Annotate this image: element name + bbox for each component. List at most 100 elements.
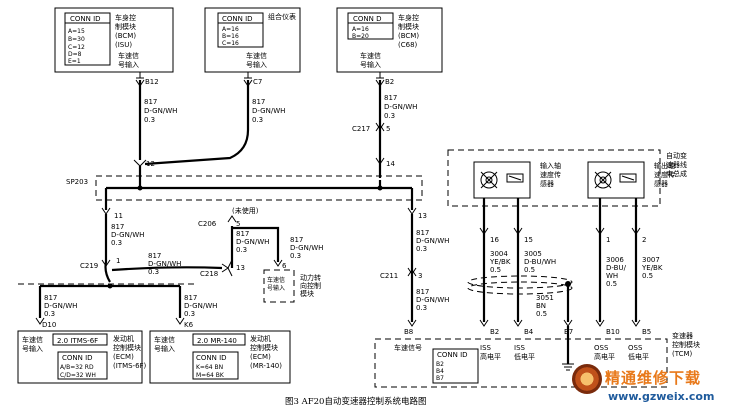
ecm-right-engine-tag: 2.0 MR-140 — [197, 337, 237, 345]
power-steering-module: 车速信 号输入 动力转 向控制 模块 — [263, 269, 321, 303]
ipc-wire-color: D-GN/WH — [252, 107, 285, 115]
tcm-pin-b5: B5 — [642, 328, 651, 336]
bcm-isu-name-1: 车身控 — [115, 13, 136, 22]
w3006-num: 3006 — [606, 256, 624, 264]
oss-name-1: 输出轴 — [654, 161, 675, 170]
trans-label-2: 速器线 — [666, 160, 687, 169]
iss-pin-16: 16 — [490, 236, 499, 244]
c218-label: C218 — [200, 270, 218, 278]
left-branch-wire-color: D-GN/WH — [111, 231, 144, 239]
iss-high-2: 高电平 — [480, 352, 501, 361]
w3004-size: 0.5 — [490, 266, 501, 274]
unused-wire-color: D-GN/WH — [236, 238, 269, 246]
ipc-wire-num: 817 — [252, 98, 265, 106]
figure-caption: 图3 AF20自动变速器控制系统电路图 — [285, 397, 427, 407]
bcm-isu-name-4: (ISU) — [115, 41, 132, 49]
w3051-size: 0.5 — [536, 310, 547, 318]
output-shaft-speed-sensor: 输出轴 速度传 感器 — [587, 161, 675, 199]
bcm-c68-input-1: 车速信 — [360, 51, 381, 60]
ipc-conn-id: CONN ID — [222, 15, 253, 23]
ecm-mr140-module: 车速信 号输入 2.0 MR-140 CONN ID K=64 BN M=64 … — [149, 330, 291, 384]
bcm-isu-pin-a: A=15 — [68, 28, 85, 35]
w3051-color: BN — [536, 302, 546, 310]
ipc-pin-c: C=16 — [222, 40, 239, 47]
ecm-right-pin-k: K=64 BN — [196, 364, 223, 371]
watermark-logo-icon — [572, 364, 602, 394]
ps-name-2: 向控制 — [300, 281, 321, 290]
oss-pin-2: 2 — [642, 236, 646, 244]
ecm-left-conn-id: CONN ID — [62, 354, 93, 362]
iss-low-2: 低电平 — [514, 352, 535, 361]
bcm-c68-wire-size: 0.3 — [384, 112, 395, 120]
tcm-lower-wire-color: D-GN/WH — [416, 296, 449, 304]
ecm-right-wire-color: D-GN/WH — [184, 302, 217, 310]
tcm-module: 车速信号 CONN ID B2 B4 B7 ISS 高电平 ISS 低电平 OS… — [374, 331, 700, 388]
watermark-url: www.gzweix.com — [608, 390, 715, 403]
ipc-input-2: 号输入 — [246, 60, 267, 69]
oss-high-2: 高电平 — [594, 352, 615, 361]
ecm-left-name-1: 发动机 — [113, 334, 134, 343]
bcm-isu-module: CONN ID A=15 B=30 C=12 D=8 E=1 车身控 制模块 (… — [54, 7, 174, 73]
ecm-itms-module: 车速信 号输入 2.0 ITMS-6F CONN ID A/B=32 RD C/… — [17, 330, 147, 384]
ecm-right-pin: K6 — [184, 321, 194, 329]
ecm-left-engine-tag: 2.0 ITMS-6F — [57, 337, 98, 345]
c211-pin: 3 — [418, 272, 422, 280]
unused-wire-size: 0.3 — [236, 246, 247, 254]
iss-pin-15: 15 — [524, 236, 533, 244]
bcm-c68-wire-color: D-GN/WH — [384, 103, 417, 111]
w3006-color2: WH — [606, 272, 618, 280]
ecm-left-wire-num: 817 — [44, 294, 57, 302]
bcm-isu-conn-id: CONN ID — [70, 15, 101, 23]
w3005-color: D-BU/WH — [524, 258, 556, 266]
bcm-isu-pin-e: E=1 — [68, 58, 81, 65]
c219-pin: 1 — [116, 257, 120, 265]
ps-input-1: 车速信 — [267, 276, 285, 284]
bcm-isu-input-1: 车速信 — [118, 51, 139, 60]
ecm-right-name-1: 发动机 — [250, 334, 271, 343]
w3006-size: 0.5 — [606, 280, 617, 288]
left-branch-wire-right-size: 0.3 — [148, 268, 159, 276]
tcm-branch-wire-num: 817 — [416, 229, 429, 237]
bcm-c68-conn-id: CONN D — [353, 15, 382, 23]
ps-name-1: 动力转 — [300, 273, 321, 282]
bcm-isu-wire-color: D-GN/WH — [144, 107, 177, 115]
ecm-left-wire-size: 0.3 — [44, 310, 55, 318]
tcm-pin-b2: B2 — [490, 328, 499, 336]
ecm-left-input-2: 号输入 — [22, 344, 43, 353]
ipc-pin-b: B=16 — [222, 33, 239, 40]
ipc-pin: C7 — [253, 78, 262, 86]
splice-sp203: SP203 — [66, 178, 88, 186]
bcm-c68-name-4: (C68) — [398, 41, 418, 49]
left-branch-wire-right-color: D-GN/WH — [148, 260, 181, 268]
ecm-right-pin-m: M=64 BK — [196, 372, 225, 379]
ecm-right-input-2: 号输入 — [154, 344, 175, 353]
splice-pin-12: 12 — [146, 160, 155, 168]
ps-pin: 6 — [282, 262, 287, 270]
w3005-num: 3005 — [524, 250, 542, 258]
bcm-c68-pin-a: A=16 — [352, 26, 369, 33]
ecm-left-input-1: 车速信 — [22, 335, 43, 344]
tcm-pin-c: B7 — [436, 375, 444, 382]
ecm-left-name-3: (ECM) — [113, 353, 134, 361]
ecm-left-name-4: (ITMS-6F) — [113, 362, 147, 370]
bcm-c68-name-2: 制模块 — [398, 22, 419, 31]
w3006-color: D-BU/ — [606, 264, 627, 272]
ps-wire-color: D-GN/WH — [290, 244, 323, 252]
bcm-isu-input-2: 号输入 — [118, 60, 139, 69]
ps-wire-num: 817 — [290, 236, 303, 244]
oss-high-1: OSS — [594, 344, 609, 352]
tcm-pin-b4: B4 — [524, 328, 534, 336]
input-shaft-speed-sensor: 输入轴 速度传 感器 — [473, 161, 561, 199]
bcm-isu-pin-c: C=12 — [68, 44, 85, 51]
ecm-left-pin: D10 — [42, 321, 56, 329]
ecm-right-name-2: 控制模块 — [250, 343, 278, 352]
c219-label: C219 — [80, 262, 98, 270]
ps-name-3: 模块 — [300, 289, 314, 298]
w3051-num: 3051 — [536, 294, 554, 302]
tcm-pin-b8: B8 — [404, 328, 413, 336]
ecm-right-wire-num: 817 — [184, 294, 197, 302]
bcm-isu-wire-num: 817 — [144, 98, 157, 106]
bcm-c68-name-1: 车身控 — [398, 13, 419, 22]
w3005-size: 0.5 — [524, 266, 535, 274]
